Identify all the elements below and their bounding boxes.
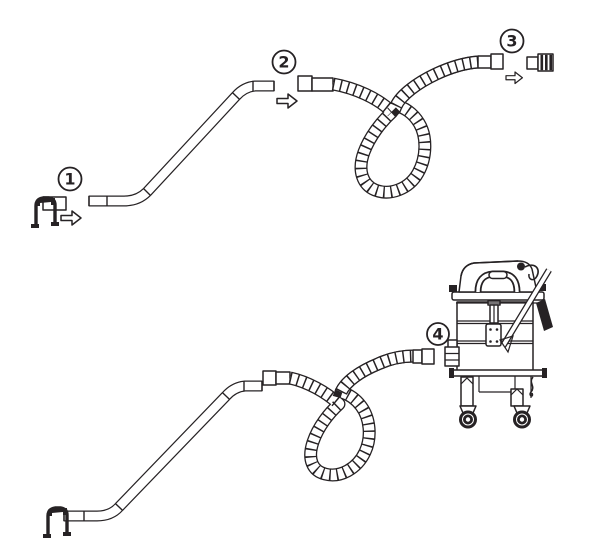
cord-hook [517,262,525,271]
step-2-circle [271,49,297,75]
assembled-flex-hose [262,348,435,482]
bin-edges [478,376,532,398]
connector-neck [526,56,539,70]
flex-hose [297,53,504,199]
step-3-badge: 3 [499,28,525,54]
assembled-wand-with-nozzle [43,380,263,538]
caster-wheel-left [459,405,477,429]
cart-bar [449,368,547,378]
nozzle-foot-left [43,534,51,538]
connector-band [545,54,548,71]
wand-holder-bracket [499,335,514,354]
vacuum-unit [444,260,553,429]
hose-cuff-right-2 [490,53,504,70]
arrow-right-icon [276,93,298,109]
step-3-circle [499,28,525,54]
step-1-badge: 1 [57,166,83,192]
step-1-number: 1 [64,170,75,189]
motor-head [449,260,546,304]
step-4-circle [426,322,450,346]
step-3-number: 3 [506,32,517,51]
step-4-badge: 4 [426,322,450,346]
accessory-plate [485,323,502,347]
caster-wheel-right [513,405,531,429]
hose-cuff-right-2 [421,348,435,365]
nozzle-clip-top [36,198,55,206]
nozzle-foot-right [51,222,59,226]
nozzle-foot-right [63,532,71,536]
nozzle-clip-top [48,508,67,516]
step-4-number: 4 [432,325,443,344]
step-1-circle [57,166,83,192]
handle-grip [488,270,508,280]
wand-joint-ticks [106,80,254,206]
hose-cuff-left-2 [311,77,334,92]
head-latch-left [449,285,457,292]
nozzle-foot-left [31,224,39,228]
hose-cuff-left [297,75,313,92]
hose-connector [526,53,554,72]
arrow-right-icon [60,210,82,226]
hose-cuff-left [262,370,277,386]
connector-band [540,54,544,71]
step-2-number: 2 [278,53,289,72]
connector-band [549,54,552,71]
hose-cuff-left-2 [275,371,291,385]
power-cord [524,264,539,281]
wand-joint-ticks [83,381,245,522]
extension-wand [88,80,275,207]
wand-end-caps [88,80,275,207]
wand-end-caps [63,380,263,522]
hose-cuff-right [412,349,423,364]
head-dome-edge [460,260,519,277]
crevice-nozzle [31,196,67,228]
arrow-right-icon [505,71,524,85]
stored-wand [499,268,553,354]
hose-cuff-right [477,55,492,69]
inlet-port [444,339,460,367]
step-2-badge: 2 [271,49,297,75]
wand-holder-sleeve [536,299,553,331]
